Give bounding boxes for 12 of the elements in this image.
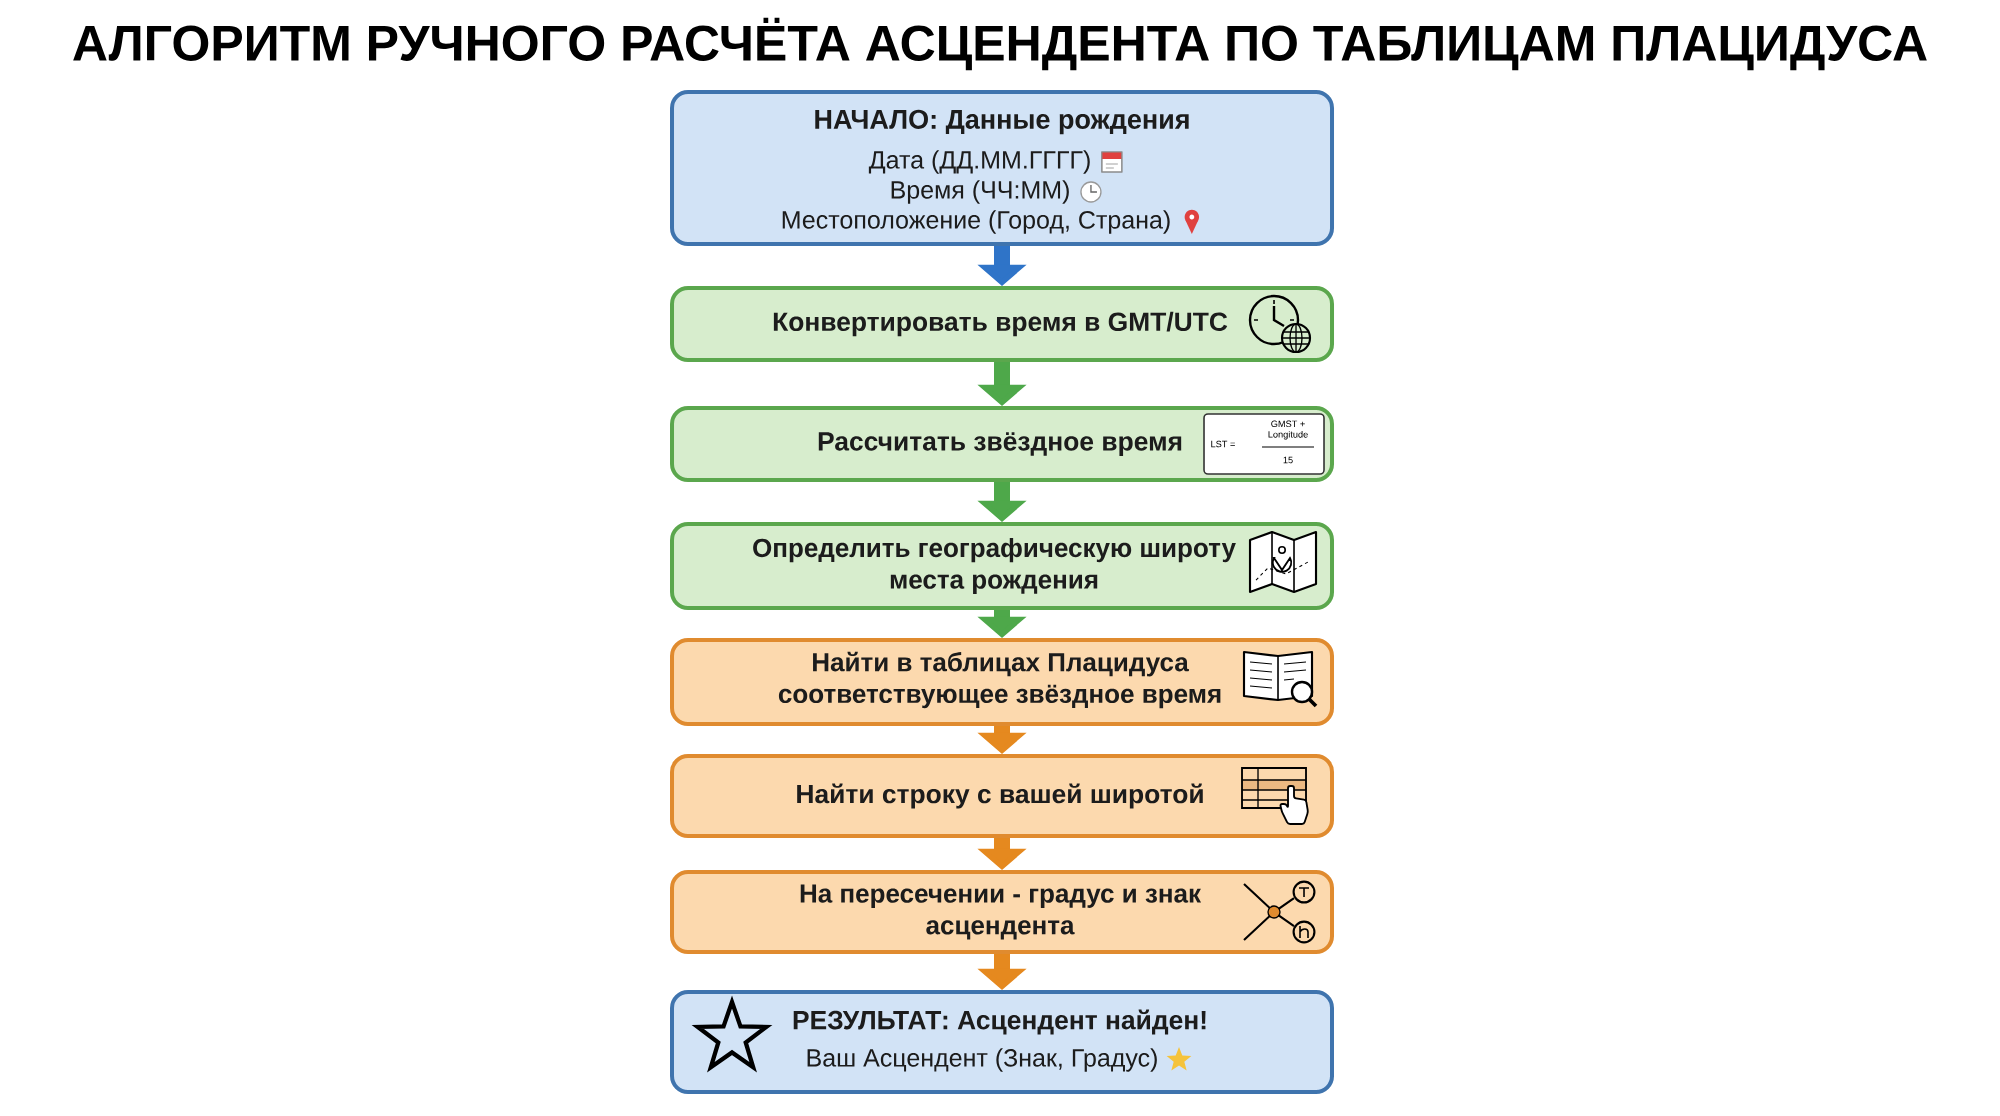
step-box: Определить географическую широту места рождения (670, 522, 1334, 610)
node-label: Время (ЧЧ:ММ) (891, 180, 1069, 204)
step-box: НАЧАЛО: Данные рождения Дата (ДД.ММ.ГГГГ) Время (ЧЧ:ММ) Местоположение (Город, Страна) (670, 90, 1334, 246)
node-label: НАЧАЛО: Данные рождения (815, 109, 1189, 135)
step-box: РЕЗУЛЬТАТ: Асцендент найден! Ваш Асцендент (Знак, Градус) (670, 990, 1334, 1094)
step-box: Конвертировать время в GMT/UTC (670, 286, 1334, 362)
step-box: Найти в таблицах Плацидуса соответствующее звёздное время (670, 638, 1334, 726)
title: АЛГОРИТМ РУЧНОГО РАСЧЁТА АСЦЕНДЕНТА ПО ТАБЛИЦАМ ПЛАЦИДУСА (73, 17, 1927, 71)
node-label: Дата (ДД.ММ.ГГГГ) (868, 150, 1090, 174)
node-label: Местоположение (Город, Страна) (782, 210, 1170, 234)
step-box: На пересечении - градус и знак асцендента (670, 870, 1334, 954)
step-box: Найти строку с вашей широтой (670, 754, 1334, 838)
